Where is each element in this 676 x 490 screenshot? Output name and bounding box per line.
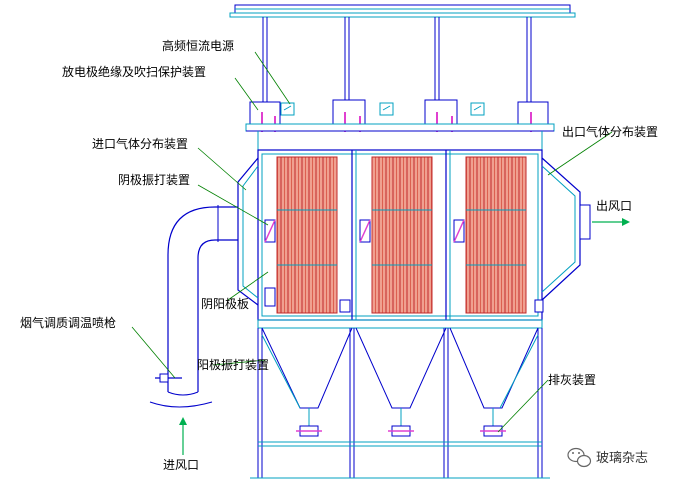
insulator-boxes [249,99,549,125]
top-beam [229,4,576,18]
outlet-arrow [592,218,630,226]
label-outlet-distribution: 出口气体分布装置 [562,124,658,139]
ash-hoppers [257,319,543,432]
label-cathode-rapping: 阴极振打装置 [118,173,190,187]
label-insulation-purge: 放电极绝缘及吹扫保护装置 [62,64,206,79]
inlet-duct [149,205,238,408]
roof-deck [245,123,555,150]
ash-valves [296,425,506,437]
label-inlet-distribution: 进口气体分布装置 [92,136,188,151]
label-electrodes: 阴阳极板 [201,297,249,311]
label-anode-rapping: 阳极振打装置 [197,358,269,372]
rapping-devices [264,219,544,313]
label-flue-gas-gun: 烟气调质调温喷枪 [20,315,116,330]
inlet-arrow [179,417,187,455]
power-supply-units [280,102,485,116]
watermark-text: 玻璃杂志 [596,451,648,466]
label-outlet-air: 出风口 [596,199,632,213]
leader-lines [131,51,613,433]
watermark: 玻璃杂志 [567,447,648,468]
inlet-horn [237,157,259,306]
label-hv-power: 高频恒流电源 [162,38,234,53]
casing [257,149,543,321]
label-inlet-air: 进风口 [163,458,199,472]
wechat-icon [567,447,592,468]
outlet-horn [541,157,591,301]
hanger-rods [262,17,532,102]
electrode-plates [276,156,527,314]
support-structure [250,328,550,479]
label-ash-discharge: 排灰装置 [548,373,596,387]
flue-gas-gun [155,373,182,383]
